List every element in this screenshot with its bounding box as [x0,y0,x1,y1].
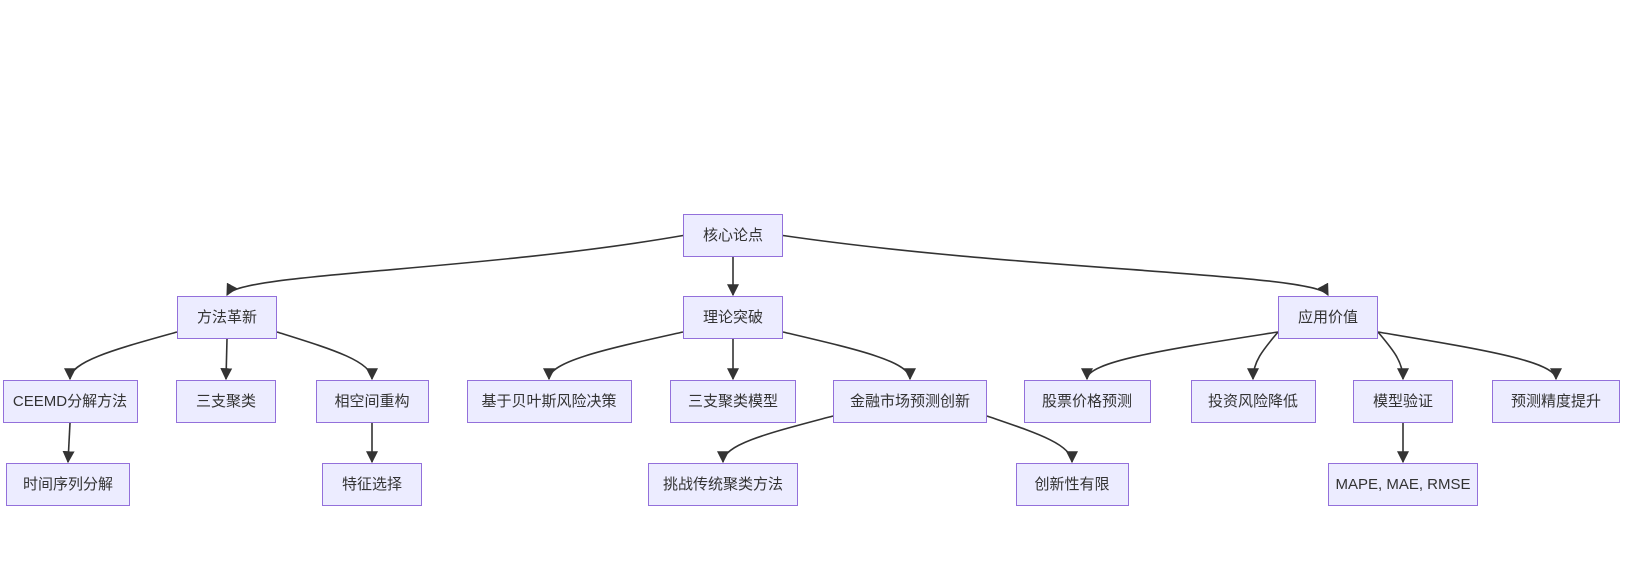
node-label: 相空间重构 [334,393,410,410]
edge-method-ceemd [64,331,178,381]
node-method-innovation: 方法革新 [177,296,277,339]
node-challenge-traditional-clustering: 挑战传统聚类方法 [648,463,798,506]
node-three-way-clustering-model: 三支聚类模型 [670,380,796,423]
node-feature-selection: 特征选择 [322,463,422,506]
node-bayesian-risk-decision: 基于贝叶斯风险决策 [466,380,632,423]
node-label: 创新性有限 [1034,476,1110,493]
node-label: 金融市场预测创新 [849,393,970,410]
node-ceemd-decomposition: CEEMD分解方法 [2,380,138,423]
node-label: 应用价值 [1297,309,1358,326]
node-investment-risk-reduction: 投资风险降低 [1190,380,1316,423]
edge-application-invest [1247,331,1279,381]
node-label: 特征选择 [341,476,402,493]
node-label: 时间序列分解 [22,476,113,493]
node-time-series-decomposition: 时间序列分解 [6,463,130,506]
node-label: 投资风险降低 [1207,393,1298,410]
node-label: 三支聚类模型 [687,393,778,410]
edge-method-phase [276,331,378,381]
node-financial-market-prediction-innovation: 金融市场预测创新 [833,380,987,423]
node-label: 股票价格预测 [1041,393,1132,410]
node-core-thesis: 核心论点 [683,214,783,257]
node-three-way-clustering: 三支聚类 [176,380,276,423]
node-label: 三支聚类 [195,393,256,410]
edge-ceemd-tsdecomp [62,422,75,464]
edge-root-method [226,234,684,297]
edge-theory-finance [782,331,916,381]
edge-application-stock [1081,331,1279,381]
node-label: 挑战传统聚类方法 [662,476,783,493]
node-stock-price-prediction: 股票价格预测 [1023,380,1151,423]
node-label: MAPE, MAE, RMSE [1335,476,1471,493]
node-label: 基于贝叶斯风险决策 [481,393,617,410]
edge-method-threeway [220,338,233,381]
node-model-validation: 模型验证 [1353,380,1453,423]
edge-application-model [1377,331,1409,381]
node-application-value: 应用价值 [1278,296,1378,339]
node-label: 核心论点 [702,227,763,244]
edge-application-accuracy [1377,331,1562,381]
node-label: CEEMD分解方法 [12,393,128,410]
node-evaluation-metrics: MAPE, MAE, RMSE [1328,463,1478,506]
node-limited-novelty: 创新性有限 [1015,463,1129,506]
edge-root-application [782,234,1329,297]
node-label: 预测精度提升 [1510,393,1601,410]
node-prediction-accuracy-improvement: 预测精度提升 [1492,380,1620,423]
node-theory-breakthrough: 理论突破 [683,296,783,339]
edge-theory-bayes [543,331,684,381]
node-label: 模型验证 [1372,393,1433,410]
node-label: 方法革新 [196,309,257,326]
node-label: 理论突破 [702,309,763,326]
node-phase-space-reconstruction: 相空间重构 [315,380,429,423]
